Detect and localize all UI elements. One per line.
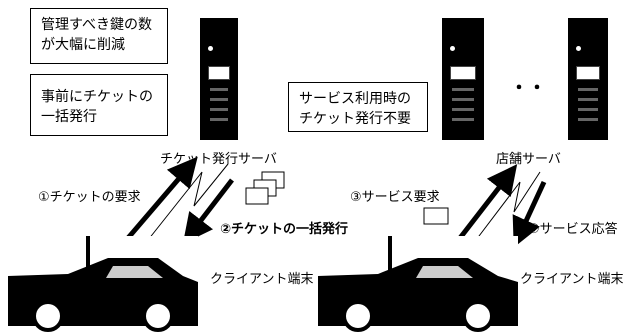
step1-label: ①チケットの要求 bbox=[38, 190, 141, 205]
arrow-bulk-issue bbox=[182, 178, 234, 244]
ticket-doc-1 bbox=[245, 187, 269, 205]
client-right-label: クライアント端末 bbox=[520, 272, 624, 287]
step2-label: ②チケットの一括発行 bbox=[220, 222, 349, 237]
ticket-server-icon bbox=[200, 18, 238, 140]
ellipsis-dots: ・・ bbox=[510, 78, 546, 99]
client-car-right-icon bbox=[318, 236, 518, 334]
client-left-label: クライアント端末 bbox=[210, 272, 314, 287]
store-server-icon-2 bbox=[568, 18, 608, 140]
step3-label: ③サービス要求 bbox=[350, 190, 440, 205]
arrow-request-ticket bbox=[126, 156, 198, 240]
lightning-link-right bbox=[475, 171, 541, 241]
bulk-issue-box: 事前にチケットの 一括発行 bbox=[30, 74, 168, 136]
lightning-link-left bbox=[147, 163, 229, 241]
keys-reduced-box: 管理すべき鍵の数 が大幅に削減 bbox=[30, 8, 168, 64]
store-server-icon-1 bbox=[442, 18, 484, 140]
client-car-left-icon bbox=[8, 236, 198, 334]
arrow-service-response bbox=[512, 180, 547, 248]
service-request-doc bbox=[423, 207, 449, 225]
arrow-service-request bbox=[458, 164, 518, 240]
store-server-label: 店舗サーバ bbox=[496, 152, 561, 167]
step4-label: ④サービス応答 bbox=[528, 222, 618, 237]
no-issue-box: サービス利用時の チケット発行不要 bbox=[288, 82, 428, 132]
